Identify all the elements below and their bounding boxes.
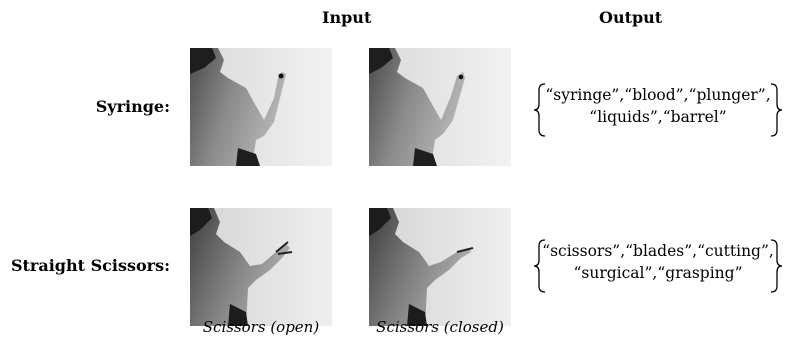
caption-scissors-closed: Scissors (closed): [376, 318, 504, 336]
syringe-depth-image-2: [369, 48, 511, 166]
scissors-open-depth-image: [190, 208, 332, 326]
output-header: Output: [599, 8, 663, 27]
syringe-output-set: “syringe”,“blood”,“plunger”, “liquids”,“…: [533, 82, 783, 142]
scissors-output-line-2: “surgical”,“grasping”: [573, 264, 743, 282]
caption-scissors-open: Scissors (open): [202, 318, 320, 336]
syringe-output-line-2: “liquids”,“barrel”: [589, 108, 727, 126]
scissors-closed-depth-image: [369, 208, 511, 326]
left-brace-icon: [533, 83, 546, 137]
row-label-syringe: Syringe:: [95, 97, 170, 116]
input-header: Input: [322, 8, 372, 27]
row-label-straight-scissors: Straight Scissors:: [10, 256, 170, 275]
syringe-output-line-1: “syringe”,“blood”,“plunger”,: [545, 86, 771, 104]
right-brace-icon: [770, 239, 783, 293]
scissors-output-set: “scissors”,“blades”,“cutting”, “surgical…: [533, 238, 783, 298]
left-brace-icon: [533, 239, 546, 293]
right-brace-icon: [770, 83, 783, 137]
syringe-depth-image-1: [190, 48, 332, 166]
scissors-output-line-1: “scissors”,“blades”,“cutting”,: [542, 242, 774, 260]
